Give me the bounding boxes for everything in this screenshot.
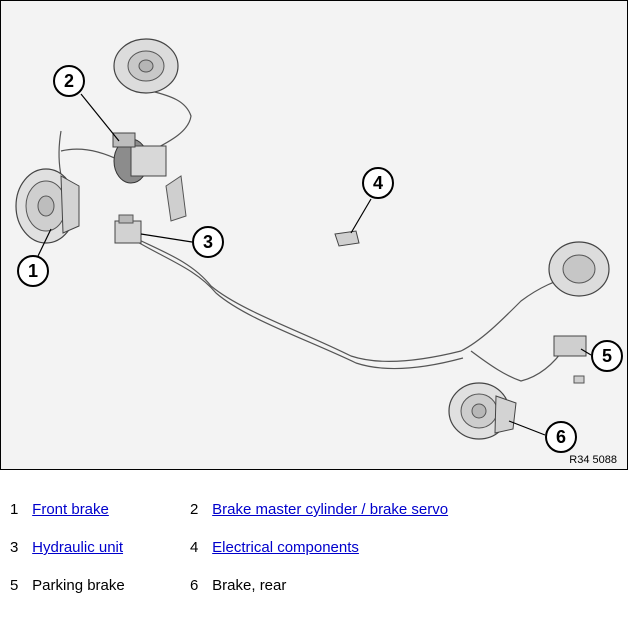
legend-number: 5 [10,577,19,594]
legend-item-6: 6 Brake, rear [190,577,286,594]
legend: 1 Front brake 2 Brake master cylinder / … [0,470,630,626]
brake-line-secondary [135,240,464,370]
callout-4-label: 4 [373,173,383,193]
master-cylinder-part [112,132,187,222]
brake-line-main [130,235,572,363]
leader-5 [580,348,592,356]
leader-4 [350,198,372,234]
figure-reference: R34 5088 [569,454,617,466]
hydraulic-unit-link[interactable]: Hydraulic unit [32,539,124,556]
legend-number: 2 [190,501,199,518]
parking-brake-part [553,335,587,384]
leader-3 [140,233,193,243]
callout-6-label: 6 [556,427,566,447]
legend-number: 1 [10,501,19,518]
callout-6: 6 [545,421,577,453]
leader-1 [37,228,52,257]
legend-item-3: 3 Hydraulic unit [10,539,123,556]
callout-2-label: 2 [64,71,74,91]
callout-4: 4 [362,167,394,199]
hydraulic-unit-part [114,214,142,244]
rear-brake-part [448,382,517,440]
callout-1: 1 [17,255,49,287]
parking-brake-label: Parking brake [32,577,125,594]
callout-3-label: 3 [203,232,213,252]
diagram-illustration: 2 1 3 4 5 6 [15,38,623,453]
legend-item-5: 5 Parking brake [10,577,125,594]
electrical-component-part [334,230,360,247]
callout-2: 2 [53,65,85,97]
front-brake-link[interactable]: Front brake [32,501,109,518]
callout-5-label: 5 [602,346,612,366]
callout-5: 5 [591,340,623,372]
master-cylinder-link[interactable]: Brake master cylinder / brake servo [212,501,449,518]
legend-number: 3 [10,539,19,556]
legend-number: 4 [190,539,199,556]
front-brake-part [15,168,80,244]
rear-brake-right-part [548,241,610,297]
rear-brake-label: Brake, rear [212,577,287,594]
electrical-components-link[interactable]: Electrical components [212,539,359,556]
brake-line-top [150,90,192,152]
callout-1-label: 1 [28,261,38,281]
leader-6 [508,420,546,436]
brake-line-rear [470,345,567,382]
brake-system-diagram: 2 1 3 4 5 6 R34 5088 [0,0,628,470]
legend-number: 6 [190,577,199,594]
legend-item-1: 1 Front brake [10,501,109,518]
legend-item-4: 4 Electrical components [190,539,359,556]
legend-item-2: 2 Brake master cylinder / brake servo [190,501,448,518]
leader-2 [80,93,120,142]
front-brake-right-part [113,38,179,94]
callout-3: 3 [192,226,224,258]
